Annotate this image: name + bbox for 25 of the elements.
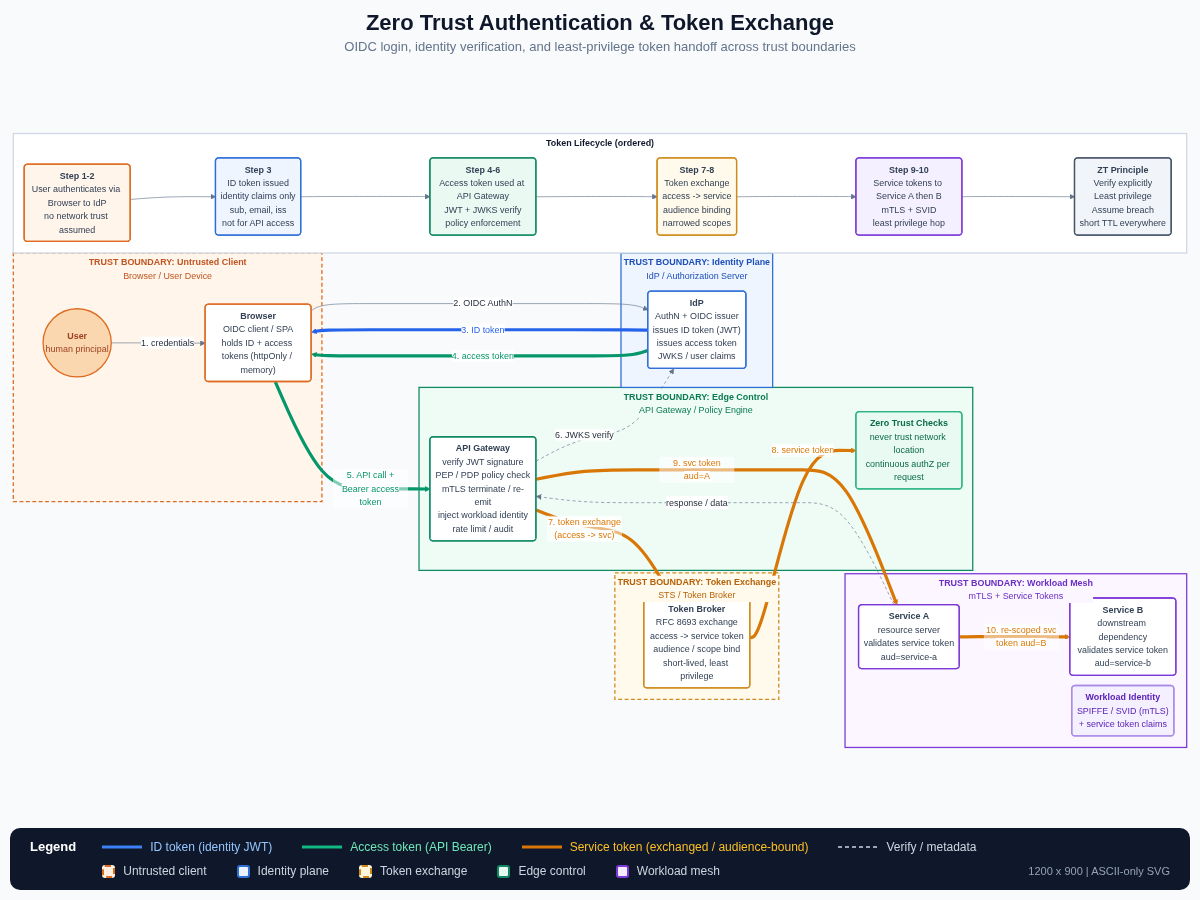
legend-label: Service token (exchanged / audience-bound) [569, 839, 809, 856]
edge-label: 10. re-scoped svc token aud=B [986, 624, 1057, 648]
edge-label: 1. credentials [141, 336, 195, 348]
legend-title: Legend [30, 838, 77, 856]
legend-label: Untrusted client [123, 863, 207, 880]
footnote: 1200 x 900 | ASCII-only SVG [1028, 865, 1170, 877]
legend-label: Edge control [518, 863, 586, 880]
edge-label: 8. service token [771, 444, 835, 455]
edge-label: 7. token exchange (access -> svc) [547, 516, 621, 540]
node-circle: User human principal [42, 307, 112, 378]
edge-label: 5. API call + Bearer access token [341, 469, 400, 507]
legend-label: Workload mesh [636, 863, 720, 880]
diagram-title: Zero Trust Authentication & Token Exchange [365, 10, 835, 36]
edge-label: 4. access token [451, 350, 514, 361]
legend-label: Identity plane [257, 863, 329, 880]
edge-label: response / data [666, 496, 728, 507]
edge-label: 9. svc token aud=A [672, 457, 721, 481]
edge-label: 6. JWKS verify [555, 429, 614, 440]
legend-label: Verify / metadata [886, 839, 977, 856]
legend-label: Access token (API Bearer) [350, 839, 492, 856]
legend-label: ID token (identity JWT) [150, 839, 273, 856]
subtitle: OIDC login, identity verification, and least-privilege token handoff across trust boundaries [344, 39, 856, 54]
edge-label: 3. ID token [461, 323, 505, 335]
legend-label: Token exchange [380, 863, 468, 880]
edge-label: 2. OIDC AuthN [453, 297, 513, 308]
